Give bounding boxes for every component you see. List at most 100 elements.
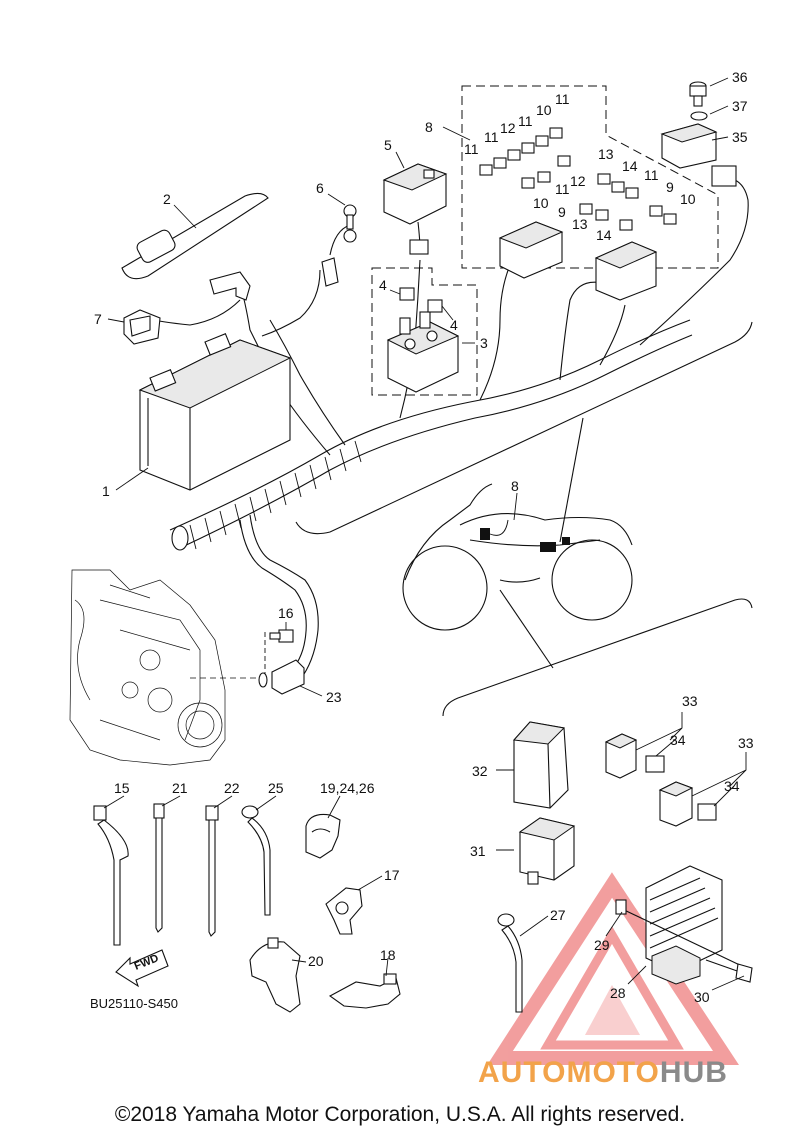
watermark-text: AUTOMOTOHUB — [478, 1056, 728, 1090]
callout-8a: 8 — [425, 119, 433, 135]
callout-11d: 11 — [518, 113, 533, 129]
clamp-17 — [325, 887, 363, 935]
callout-7: 7 — [94, 311, 102, 327]
starter-relay-box — [371, 267, 478, 396]
cable-tie-25 — [241, 805, 271, 916]
callout-6: 6 — [316, 180, 324, 196]
mini-fuses — [479, 127, 677, 231]
terminal-23 — [271, 659, 305, 695]
copyright-notice: ©2018 Yamaha Motor Corporation, U.S.A. A… — [114, 1103, 686, 1126]
callout-19-24-26: 19,24,26 — [320, 780, 375, 796]
callout-11a: 11 — [555, 91, 570, 107]
callout-1: 1 — [102, 483, 110, 499]
clamp-20 — [249, 937, 301, 1013]
callout-22: 22 — [224, 780, 240, 796]
battery-band — [121, 192, 269, 280]
callout-4b: 4 — [450, 317, 458, 333]
callout-5: 5 — [384, 137, 392, 153]
clamp-19 — [305, 813, 341, 859]
fuse-4a — [399, 287, 415, 301]
bolt-36 — [689, 81, 707, 107]
callout-4a: 4 — [379, 277, 387, 293]
cable-tie-15 — [93, 805, 129, 946]
callout-33b: 33 — [738, 735, 754, 751]
callout-12a: 12 — [500, 120, 516, 136]
washer-23 — [258, 672, 268, 688]
callout-20: 20 — [308, 953, 324, 969]
relay-32 — [512, 721, 569, 809]
terminal-cover — [123, 309, 161, 345]
connector-35 — [660, 123, 737, 187]
callout-37: 37 — [732, 98, 748, 114]
callout-29: 29 — [594, 937, 610, 953]
callout-labels: 1 2 3 4 4 5 6 7 8 8 9 9 10 10 10 11 11 1… — [94, 69, 754, 1005]
leader-lines — [103, 77, 747, 991]
callout-35: 35 — [732, 129, 748, 145]
detail-arc-lower — [442, 598, 753, 717]
relay-group-box — [461, 85, 719, 269]
callout-30: 30 — [694, 989, 710, 1005]
callout-8b: 8 — [511, 478, 519, 494]
starter-relay — [386, 311, 460, 393]
reference-code: BU25110-S450 — [90, 996, 178, 1011]
callout-11f: 11 — [644, 167, 659, 183]
coupler-33b — [658, 781, 694, 827]
callout-28: 28 — [610, 985, 626, 1001]
pointer-line-lower — [499, 589, 554, 669]
bolt-6 — [321, 204, 357, 287]
watermark-text-gray: HUB — [659, 1056, 728, 1089]
callout-9a: 9 — [558, 204, 566, 220]
fuse-4b — [427, 299, 443, 313]
fuse-box-right — [594, 241, 658, 301]
callout-10c: 10 — [680, 191, 696, 207]
bolt-29 — [619, 907, 747, 969]
callout-2: 2 — [163, 191, 171, 207]
callout-15: 15 — [114, 780, 130, 796]
relay-31 — [518, 817, 576, 885]
detail-arc-upper — [295, 321, 753, 535]
clamp-18 — [328, 973, 401, 1009]
relay-5 — [382, 163, 448, 255]
callout-34b: 34 — [724, 778, 740, 794]
battery-bracket — [209, 271, 251, 301]
rectifier-regulator — [645, 865, 723, 985]
cable-tie-27 — [497, 913, 523, 1013]
callout-11c: 11 — [484, 129, 499, 145]
bolt-30 — [705, 959, 753, 983]
callout-14a: 14 — [622, 158, 638, 174]
callout-17: 17 — [384, 867, 400, 883]
callout-11e: 11 — [555, 181, 570, 197]
coupler-33a — [604, 733, 638, 779]
callout-23: 23 — [326, 689, 342, 705]
fwd-arrow: FWD — [115, 949, 169, 988]
motorcycle-silhouette — [402, 483, 633, 631]
callout-25: 25 — [268, 780, 284, 796]
callout-31: 31 — [470, 843, 486, 859]
coupler-34b — [697, 803, 717, 821]
coupler-34a — [645, 755, 665, 773]
callout-33a: 33 — [682, 693, 698, 709]
watermark-text-colored: AUTOMOTO — [478, 1056, 660, 1089]
cable-tie-22 — [205, 805, 219, 937]
pointer-line-upper — [559, 417, 584, 543]
callout-3: 3 — [480, 335, 488, 351]
callout-13b: 13 — [572, 216, 588, 232]
callout-32: 32 — [472, 763, 488, 779]
callout-13a: 13 — [598, 146, 614, 162]
callout-10b: 10 — [533, 195, 549, 211]
washer-37 — [690, 111, 708, 121]
bolt-16 — [269, 629, 294, 643]
callout-18: 18 — [380, 947, 396, 963]
callout-36: 36 — [732, 69, 748, 85]
callout-14b: 14 — [596, 227, 612, 243]
callout-34a: 34 — [670, 732, 686, 748]
callout-10a: 10 — [536, 102, 552, 118]
callout-21: 21 — [172, 780, 188, 796]
callout-12b: 12 — [570, 173, 586, 189]
fuse-box-left — [498, 221, 564, 279]
battery — [138, 333, 292, 491]
bolt-29-head — [615, 899, 627, 915]
callout-11b: 11 — [464, 141, 479, 157]
callout-16: 16 — [278, 605, 294, 621]
